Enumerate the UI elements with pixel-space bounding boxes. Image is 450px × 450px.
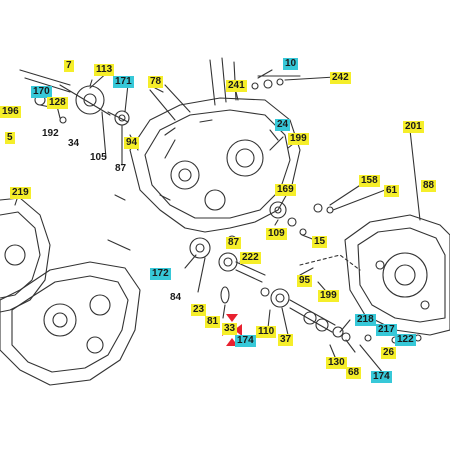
- gear-37: [270, 288, 290, 308]
- gear-84: [189, 237, 211, 259]
- label-24: 24: [275, 119, 291, 131]
- label-196: 196: [0, 106, 21, 118]
- label-37: 37: [278, 334, 294, 346]
- left-crankcase: [0, 197, 51, 313]
- label-26: 26: [381, 347, 397, 359]
- label-94: 94: [124, 137, 140, 149]
- label-172: 172: [150, 268, 171, 280]
- gear-23: [218, 252, 238, 272]
- label-192: 192: [42, 128, 59, 139]
- label-241: 241: [226, 80, 247, 92]
- label-34: 34: [68, 138, 80, 149]
- label-113: 113: [94, 64, 115, 76]
- label-87b: 87: [226, 237, 242, 249]
- label-61: 61: [384, 185, 400, 197]
- label-10: 10: [283, 58, 299, 70]
- main-crankcase: [129, 97, 301, 233]
- label-84: 84: [170, 292, 182, 303]
- label-158: 158: [359, 175, 380, 187]
- label-87a: 87: [115, 163, 127, 174]
- label-130: 130: [326, 357, 347, 369]
- label-217: 217: [376, 324, 397, 336]
- label-15: 15: [312, 236, 328, 248]
- gear-169: [269, 201, 287, 219]
- label-199a: 199: [288, 133, 309, 145]
- label-199b: 199: [318, 290, 339, 302]
- lower-crankcase: [0, 261, 141, 386]
- label-218: 218: [355, 314, 376, 326]
- label-105: 105: [90, 152, 107, 163]
- label-169: 169: [275, 184, 296, 196]
- label-7: 7: [64, 60, 74, 72]
- label-95: 95: [297, 275, 313, 287]
- label-78: 78: [148, 76, 164, 88]
- label-122: 122: [395, 334, 416, 346]
- label-23: 23: [191, 304, 207, 316]
- label-110: 110: [256, 326, 277, 338]
- label-222: 222: [240, 252, 261, 264]
- label-174b: 174: [371, 371, 392, 383]
- label-88: 88: [421, 180, 437, 192]
- label-174a: 174: [235, 335, 256, 347]
- label-242: 242: [330, 72, 351, 84]
- label-128: 128: [47, 97, 68, 109]
- left-gear: [75, 85, 105, 115]
- label-201: 201: [403, 121, 424, 133]
- label-5: 5: [5, 132, 15, 144]
- label-81: 81: [205, 316, 221, 328]
- label-170: 170: [31, 86, 52, 98]
- label-171: 171: [113, 76, 134, 88]
- label-109: 109: [266, 228, 287, 240]
- label-219: 219: [10, 187, 31, 199]
- label-68: 68: [346, 367, 362, 379]
- side-cover: [344, 214, 450, 336]
- label-33: 33: [222, 323, 238, 335]
